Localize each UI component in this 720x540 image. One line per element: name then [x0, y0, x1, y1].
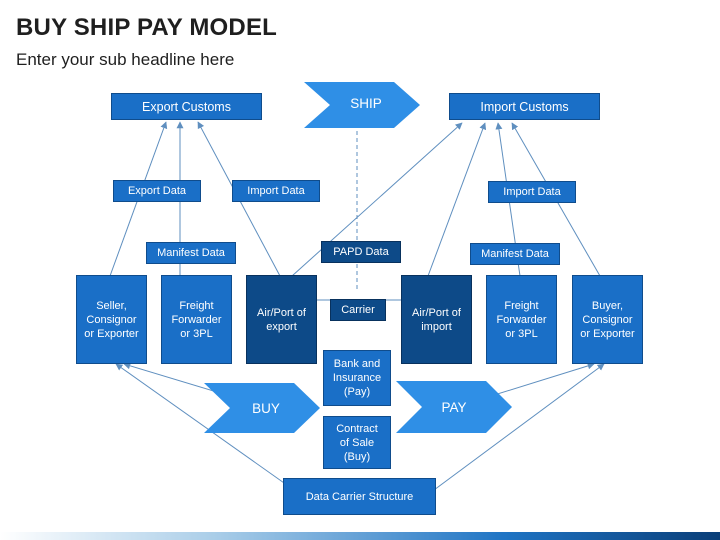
- arrow-airexport-to-import-customs: [291, 122, 463, 277]
- page-title: BUY SHIP PAY MODEL: [16, 14, 278, 41]
- import-customs-box: Import Customs: [449, 93, 600, 120]
- arrow-dcs-to-seller: [115, 363, 295, 491]
- air-port-export-box: Air/Port of export: [246, 275, 317, 364]
- buy-chevron: [204, 383, 320, 433]
- carrier-label: Carrier: [330, 299, 386, 321]
- buy-label: BUY: [252, 401, 280, 416]
- ship-label: SHIP: [350, 96, 382, 111]
- export-data-label: Export Data: [113, 180, 201, 202]
- page-subtitle: Enter your sub headline here: [16, 50, 235, 69]
- freight-forwarder-left-box: Freight Forwarder or 3PL: [161, 275, 232, 364]
- bank-insurance-box: Bank and Insurance (Pay): [323, 350, 391, 406]
- import-data-label-left: Import Data: [232, 180, 320, 202]
- pay-label: PAY: [441, 400, 467, 415]
- arrow-dcs-to-buyer: [433, 363, 605, 491]
- export-customs-box: Export Customs: [111, 93, 262, 120]
- freight-forwarder-right-box: Freight Forwarder or 3PL: [486, 275, 557, 364]
- data-carrier-structure-box: Data Carrier Structure: [283, 478, 436, 515]
- manifest-data-label-left: Manifest Data: [146, 242, 236, 264]
- import-data-label-right: Import Data: [488, 181, 576, 203]
- buyer-box: Buyer, Consignor or Exporter: [572, 275, 643, 364]
- arrow-airimport-to-import-customs: [427, 122, 487, 277]
- ship-chevron: [304, 82, 420, 128]
- pay-chevron: [396, 381, 512, 433]
- seller-box: Seller, Consignor or Exporter: [76, 275, 147, 364]
- footer-gradient-bar: [0, 532, 720, 540]
- papd-data-label: PAPD Data: [321, 241, 401, 263]
- manifest-data-label-right: Manifest Data: [470, 243, 560, 265]
- contract-of-sale-box: Contract of Sale (Buy): [323, 416, 391, 469]
- air-port-import-box: Air/Port of import: [401, 275, 472, 364]
